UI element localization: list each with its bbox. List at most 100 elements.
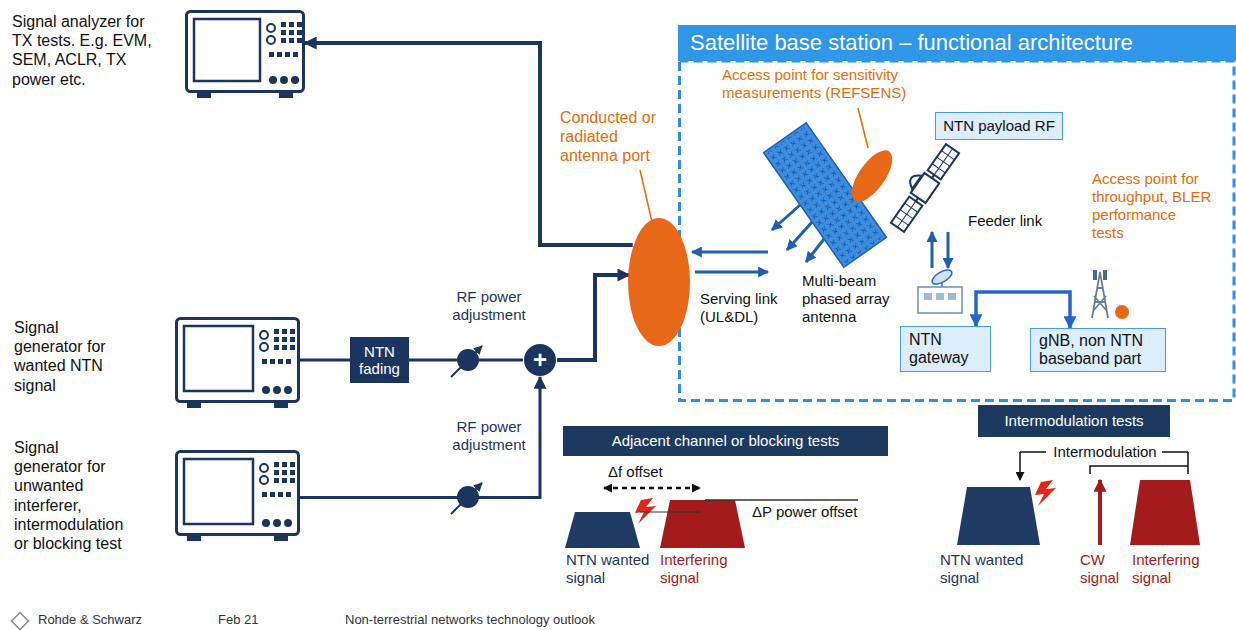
footer-text: Rohde & Schwarz xyxy=(38,612,208,628)
interferer-spectrum xyxy=(660,500,745,548)
instrument-connector xyxy=(280,76,288,84)
gateway-icon xyxy=(918,267,962,313)
instrument-key xyxy=(290,345,295,350)
instrument-key xyxy=(278,359,283,364)
solar-grid xyxy=(891,197,922,232)
box-label: NTN fading xyxy=(355,343,404,378)
instrument-key xyxy=(281,38,286,43)
access-point-label: Access point for throughput, BLER perfor… xyxy=(1092,170,1212,242)
window xyxy=(948,293,956,300)
bracket-label: Intermodulation xyxy=(1049,443,1161,461)
satellite-dish xyxy=(906,172,921,189)
instrument-key xyxy=(282,478,287,483)
logo-mark xyxy=(12,613,29,630)
instrument-label: Signal analyzer for TX tests. E.g. EVM, … xyxy=(12,12,162,89)
box-label: gNB, non NTN baseband part xyxy=(1039,332,1157,369)
port-shape xyxy=(628,218,690,346)
signal-label: NTN wanted signal xyxy=(566,551,651,587)
gateway-dish xyxy=(930,267,954,287)
instrument-key xyxy=(262,492,267,497)
tower-antenna xyxy=(1103,270,1107,280)
signal-label: CW signal xyxy=(1080,551,1132,587)
instrument-knob xyxy=(267,24,275,32)
fading-block: NTN fading xyxy=(350,337,409,383)
instrument-connector xyxy=(273,386,281,394)
connector-arrow xyxy=(557,275,629,360)
instrument-case xyxy=(177,452,299,535)
beam-arrow xyxy=(772,205,800,230)
instrument-screen xyxy=(194,19,260,81)
instrument-key xyxy=(290,337,295,342)
instrument-key xyxy=(274,462,279,467)
leader-line xyxy=(640,170,652,222)
instrument-key xyxy=(274,478,279,483)
control-label: RF power adjustment xyxy=(443,288,535,324)
instrument-connector xyxy=(284,519,292,527)
interference-bolt xyxy=(635,498,656,524)
instrument-key xyxy=(274,470,279,475)
satellite-icon xyxy=(884,139,960,233)
signal-label: Interfering signal xyxy=(1132,551,1212,587)
test-heading-box: Intermodulation tests xyxy=(978,405,1170,437)
instrument-key xyxy=(278,492,283,497)
instrument-key xyxy=(274,345,279,350)
beam-arrow xyxy=(787,222,812,250)
tower-antenna xyxy=(1093,270,1097,280)
instrument-key xyxy=(290,478,295,483)
power-offset-line xyxy=(640,512,700,513)
connector-arrow xyxy=(300,359,350,362)
offset-label: ΔP power offset xyxy=(752,503,882,521)
instrument-key xyxy=(270,359,275,364)
interference-bolt xyxy=(1035,480,1056,506)
instrument-drawing xyxy=(185,10,305,102)
access-point-marker xyxy=(844,144,900,208)
instrument-foot xyxy=(187,535,201,541)
instrument-key xyxy=(293,52,298,57)
access-point-label: Access point for sensitivity measurement… xyxy=(722,66,912,102)
instrument-key xyxy=(285,52,290,57)
instrument-key xyxy=(269,52,274,57)
window xyxy=(924,293,932,300)
adjust-arrow xyxy=(451,483,482,514)
instrument-drawing xyxy=(175,450,300,545)
dashed-outline xyxy=(680,61,1235,401)
summing-sign: + xyxy=(533,348,547,372)
instrument-foot xyxy=(279,92,293,98)
instrument-connector xyxy=(284,386,292,394)
instrument-connector xyxy=(262,386,270,394)
instrument-key xyxy=(282,337,287,342)
process-box: NTN payload RF xyxy=(935,112,1063,140)
instrument-foot xyxy=(274,402,288,408)
instrument-key xyxy=(289,38,294,43)
serving-link-arrow xyxy=(695,271,768,274)
instrument-case xyxy=(187,12,304,92)
instrument-key xyxy=(282,462,287,467)
offset-arrow xyxy=(604,487,700,490)
test-heading-box: Adjacent channel or blocking tests xyxy=(563,426,888,456)
region-heading: Satellite base station – functional arch… xyxy=(690,30,1133,56)
offset-label: Δf offset xyxy=(608,463,688,481)
instrument-key xyxy=(289,22,294,27)
instrument-foot xyxy=(187,402,201,408)
instrument-key xyxy=(274,329,279,334)
instrument-drawing xyxy=(175,317,300,412)
instrument-key xyxy=(274,337,279,342)
port-label: Conducted or radiated antenna port xyxy=(560,108,672,166)
control-label: RF power adjustment xyxy=(443,418,535,454)
instrument-key xyxy=(297,38,302,43)
footer-text: Non-terrestrial networks technology outl… xyxy=(345,612,705,628)
box-label: Intermodulation tests xyxy=(1004,412,1143,429)
beam-arrow xyxy=(806,239,824,262)
feeder-link-arrow xyxy=(947,232,950,268)
heading-bar: Satellite base station – functional arch… xyxy=(678,25,1236,61)
signal-label: Interfering signal xyxy=(660,551,740,587)
instrument-key xyxy=(289,30,294,35)
instrument-key xyxy=(282,345,287,350)
footer-text: Feb 21 xyxy=(218,612,328,628)
access-point-marker xyxy=(1115,305,1129,319)
signal-label: NTN wanted signal xyxy=(940,551,1025,587)
instrument-key xyxy=(277,52,282,57)
instrument-key xyxy=(282,329,287,334)
instrument-knob xyxy=(260,464,268,472)
window xyxy=(936,293,944,300)
